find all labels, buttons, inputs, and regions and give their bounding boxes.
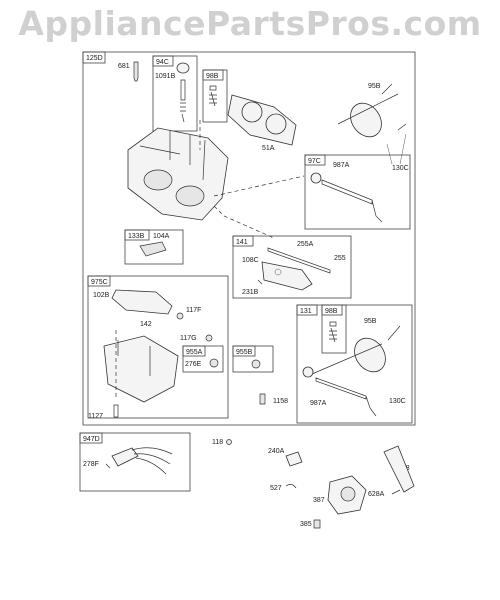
screw-1158: [259, 393, 266, 405]
label-955a: 955A: [186, 349, 203, 356]
label-94c: 94C: [156, 59, 169, 66]
label-51a: 51A: [262, 145, 275, 152]
label-117f: 117F: [186, 307, 201, 314]
jet-94c: [176, 62, 190, 74]
box-947d: [79, 432, 191, 492]
label-104a: 104A: [153, 233, 170, 240]
label-117g: 117G: [180, 335, 197, 342]
label-130c-bottom: 130C: [389, 398, 406, 405]
choke-shaft-255: [267, 247, 331, 274]
label-118: 118: [212, 439, 223, 446]
label-987a-top: 987A: [333, 162, 350, 169]
label-108c: 108C: [242, 257, 259, 264]
throttle-shaft-97c: [321, 179, 383, 223]
label-628a: 628A: [368, 491, 385, 498]
label-955b: 955B: [236, 349, 253, 356]
box-141: [232, 235, 352, 299]
label-95b-top: 95B: [368, 83, 381, 90]
bracket-788: [383, 445, 415, 493]
label-98b-bottom: 98B: [325, 308, 338, 315]
solenoid-947d: [111, 447, 139, 467]
label-142: 142: [140, 321, 152, 328]
label-987a-bottom: 987A: [310, 400, 327, 407]
label-133b: 133B: [128, 233, 145, 240]
label-130c-top: 130C: [392, 165, 409, 172]
box-133b: [124, 229, 184, 265]
float-bowl: [103, 335, 179, 403]
label-1091b: 1091B: [155, 73, 176, 80]
label-527: 527: [270, 485, 282, 492]
label-276e: 276E: [185, 361, 202, 368]
label-125d: 125D: [86, 55, 103, 62]
box-94c: [152, 55, 198, 132]
label-box-125d: [82, 51, 106, 64]
carburetor-body: [127, 127, 229, 221]
label-240a: 240A: [268, 448, 285, 455]
label-387: 387: [313, 497, 325, 504]
screw-681: [133, 61, 139, 82]
label-1158: 1158: [273, 398, 288, 405]
gasket-51a: [227, 94, 297, 146]
box-131: [296, 304, 413, 424]
label-131: 131: [300, 308, 312, 315]
gasket-102b: [111, 289, 173, 315]
throttle-plate-95b-bottom: [354, 337, 386, 373]
choke-plate-108c: [261, 261, 313, 291]
label-278f: 278F: [83, 461, 99, 468]
watermark-logo: AppliancePartsPros.com: [18, 4, 482, 43]
label-95b-bottom: 95B: [364, 318, 377, 325]
label-97c: 97C: [308, 158, 321, 165]
box-975c: [87, 275, 229, 419]
label-98b-top: 98B: [206, 73, 219, 80]
label-255a: 255A: [297, 241, 314, 248]
label-141: 141: [236, 239, 248, 246]
main-frame: [82, 51, 416, 426]
throttle-plate-95b: [350, 102, 382, 138]
label-231b: 231B: [242, 289, 259, 296]
label-947d: 947D: [83, 436, 100, 443]
bracket-104a: [139, 241, 167, 257]
label-385: 385: [300, 521, 312, 528]
label-975c: 975C: [91, 279, 108, 286]
part-240a: [285, 451, 303, 467]
label-681: 681: [118, 63, 130, 70]
label-255: 255: [334, 255, 346, 262]
box-97c: [304, 154, 411, 230]
label-1127: 1127: [88, 413, 103, 420]
label-102b: 102B: [93, 292, 110, 299]
